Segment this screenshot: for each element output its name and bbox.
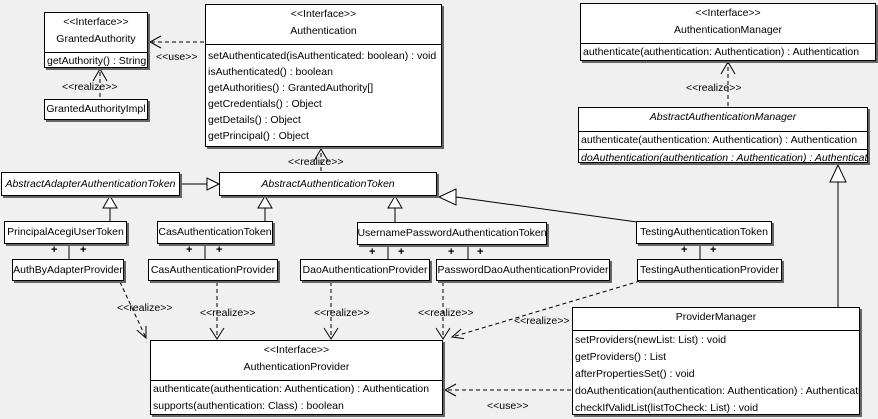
stereotype: <<Interface>> [695, 7, 761, 19]
stereotype: <<Interface>> [290, 8, 357, 20]
realize-label: <<realize>> [314, 307, 370, 319]
realize-testing-provider-to-authentication-provider [450, 280, 641, 340]
method: checkIfValidList(listToCheck: List) : vo… [575, 402, 759, 414]
realize-dao-provider-to-authentication-provider [323, 282, 339, 340]
class-dao-authentication-provider[interactable]: DaoAuthenticationProvider [300, 259, 430, 281]
method: getCredentials() : Object [208, 98, 322, 110]
plus-marker: + [369, 246, 376, 258]
stereotype: <<Interface>> [263, 344, 330, 356]
generalization-adapter-token-to-abstract-token [180, 177, 221, 191]
class-abstract-adapter-authentication-token[interactable]: AbstractAdapterAuthenticationToken [1, 172, 180, 196]
realize-cas-provider-to-authentication-provider [209, 282, 225, 340]
plus-marker: + [186, 244, 193, 256]
class-abstract-authentication-manager[interactable]: AbstractAuthenticationManager authentica… [578, 107, 868, 163]
realize-auth-by-adapter-to-authentication-provider [119, 281, 147, 340]
class-name: CasAuthenticationToken [158, 226, 272, 238]
method: getDetails() : Object [208, 114, 301, 126]
method: doAuthentication(authentication: Authent… [575, 385, 860, 397]
class-username-password-authentication-token[interactable]: UsernamePasswordAuthenticationToken [357, 222, 547, 245]
class-name: AuthenticationProvider [243, 361, 350, 373]
class-name: AuthByAdapterProvider [13, 263, 123, 276]
class-name: AbstractAuthenticationToken [261, 177, 395, 190]
class-name: CasAuthenticationProvider [150, 263, 276, 276]
generalization-cas-token-to-abstract-token [257, 195, 273, 221]
use-label: <<use>> [156, 51, 198, 63]
realize-label: <<realize>> [117, 302, 173, 314]
class-password-dao-authentication-provider[interactable]: PasswordDaoAuthenticationProvider [436, 259, 610, 281]
class-name: PasswordDaoAuthenticationProvider [437, 263, 609, 276]
method: setAuthenticated(isAuthenticated: boolea… [208, 50, 437, 62]
plus-marker: + [80, 244, 87, 256]
plus-marker: + [477, 246, 484, 258]
plus-marker: + [398, 246, 405, 258]
generalization-provider-manager-to-abstract-manager [829, 163, 847, 307]
realize-label: <<realize>> [418, 307, 474, 319]
realize-impl-to-granted-authority [92, 68, 108, 97]
class-testing-authentication-provider[interactable]: TestingAuthenticationProvider [637, 259, 782, 281]
method: getProviders() : List [575, 351, 667, 363]
method: getAuthorities() : GrantedAuthority[] [208, 82, 374, 94]
plus-marker: + [710, 244, 717, 256]
method: authenticate(authentication: Authenticat… [153, 383, 430, 395]
realize-abstract-token-to-authentication [313, 148, 329, 171]
class-authentication-provider[interactable]: <<Interface>> AuthenticationProvider aut… [150, 340, 443, 415]
class-cas-authentication-provider[interactable]: CasAuthenticationProvider [148, 259, 278, 281]
class-principal-acegi-user-token[interactable]: PrincipalAcegiUserToken [4, 221, 127, 244]
method: getPrincipal() : Object [208, 130, 309, 142]
stereotype: <<Interface>> [63, 16, 129, 28]
class-authentication[interactable]: <<Interface>> Authentication setAuthenti… [205, 4, 442, 147]
generalization-principal-token-to-adapter-token [102, 195, 118, 221]
class-name: ProviderManager [573, 308, 859, 331]
class-testing-authentication-token[interactable]: TestingAuthenticationToken [636, 221, 772, 244]
method: afterPropertiesSet() : void [575, 368, 695, 380]
class-name: Authentication [290, 25, 357, 37]
realize-label: <<realize>> [62, 81, 118, 93]
method: authenticate(authentication: Authenticat… [581, 134, 858, 146]
class-name: TestingAuthenticationProvider [640, 263, 779, 276]
method: doAuthentication(authentication : Authen… [579, 149, 867, 162]
generalization-testing-token-to-abstract-token [437, 188, 638, 223]
plus-marker: + [681, 244, 688, 256]
generalization-username-token-to-abstract-token [387, 195, 403, 222]
class-name: PrincipalAcegiUserToken [7, 226, 124, 238]
class-name: GrantedAuthority [56, 33, 136, 45]
use-label: <<use>> [487, 400, 529, 412]
realize-label: <<realize>> [686, 82, 742, 94]
class-name: AuthenticationManager [674, 24, 782, 36]
class-provider-manager[interactable]: ProviderManager setProviders(newList: Li… [572, 307, 860, 415]
method: isAuthenticated() : boolean [208, 66, 333, 78]
plus-marker: + [216, 244, 223, 256]
class-name: AbstractAuthenticationManager [579, 108, 867, 132]
use-provider-manager-to-authentication-provider [443, 383, 571, 397]
class-name: UsernamePasswordAuthenticationToken [357, 227, 547, 239]
realize-label: <<realize>> [200, 307, 256, 319]
plus-marker: + [51, 244, 58, 256]
class-name: GrantedAuthorityImpl [46, 103, 146, 115]
class-cas-authentication-token[interactable]: CasAuthenticationToken [157, 221, 273, 244]
class-name: TestingAuthenticationToken [640, 226, 768, 238]
realize-label: <<realize>> [514, 315, 570, 327]
method: authenticate(authentication: Authenticat… [583, 46, 860, 58]
method: supports(authentication: Class) : boolea… [153, 400, 344, 412]
class-auth-by-adapter-provider[interactable]: AuthByAdapterProvider [12, 259, 124, 281]
realize-label: <<realize>> [288, 156, 344, 168]
class-granted-authority[interactable]: <<Interface>> GrantedAuthority getAuthor… [44, 12, 148, 68]
use-authentication-to-granted-authority [148, 35, 204, 49]
method: setProviders(newList: List) : void [575, 334, 727, 346]
class-authentication-manager[interactable]: <<Interface>> AuthenticationManager auth… [580, 3, 876, 61]
class-name: AbstractAdapterAuthenticationToken [5, 177, 176, 190]
plus-marker: + [448, 246, 455, 258]
class-name: DaoAuthenticationProvider [302, 263, 428, 276]
method: getAuthority() : String [47, 55, 147, 67]
realize-password-dao-to-authentication-provider [435, 282, 451, 340]
realize-abstract-manager-to-authentication-manager [720, 61, 736, 106]
class-abstract-authentication-token[interactable]: AbstractAuthenticationToken [219, 172, 437, 196]
class-granted-authority-impl[interactable]: GrantedAuthorityImpl [44, 99, 148, 120]
